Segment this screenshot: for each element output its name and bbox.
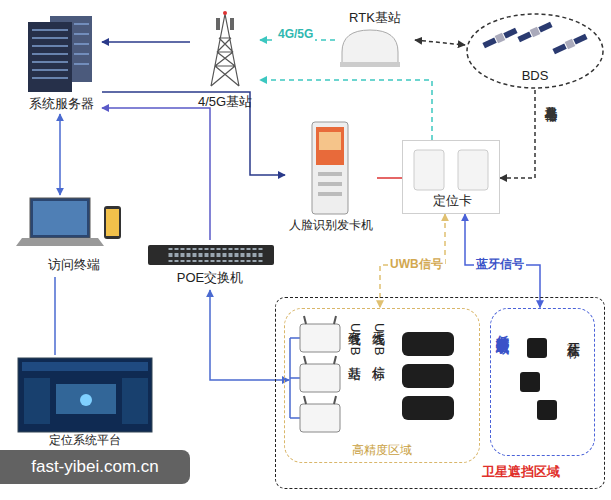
device-node: POE交换机 xyxy=(143,240,277,290)
node-label: 4/5G基站 xyxy=(190,94,260,110)
connector xyxy=(210,290,289,380)
rtk-dome xyxy=(340,30,400,67)
region-box: 高精度区域 有线UWB基站无线UWB信标 xyxy=(284,308,480,463)
signal-label: 蓝牙信号 xyxy=(474,256,526,272)
ble-beacon-icons xyxy=(520,338,557,420)
watermark: fast-yibei.com.cn xyxy=(0,450,190,484)
server-icon xyxy=(28,16,92,92)
region-box: 定位卡 xyxy=(402,140,500,214)
connector xyxy=(260,80,432,140)
device-node: 定位系统平台 xyxy=(15,355,155,450)
connector xyxy=(380,214,445,308)
device-node: RTK基站 xyxy=(335,10,415,70)
connector xyxy=(415,40,465,45)
switch-icon xyxy=(148,245,274,265)
node-label: 卫星遮挡区域 xyxy=(446,464,596,480)
region-box: 卫星遮挡区域 高精度区域 有线UWB基站无线UWB信标 低精度要求区域蓝牙信标 xyxy=(275,297,605,489)
signal-label: 北斗卫星信号 xyxy=(541,96,561,102)
connector xyxy=(465,214,540,308)
connector xyxy=(377,177,402,179)
node-label: 低精度要求区域 xyxy=(495,325,511,332)
device-node: 访问终端 xyxy=(18,195,130,277)
device-node: 有线UWB基站 xyxy=(289,317,367,441)
node-label: 人脸识别发卡机 xyxy=(285,218,377,232)
node-label: 定位系统平台 xyxy=(15,433,155,447)
connector xyxy=(102,108,210,240)
device-node: 4/5G基站 xyxy=(190,10,260,110)
satellite-icons xyxy=(482,21,588,55)
platform-screen xyxy=(18,358,152,432)
node-label: 系统服务器 xyxy=(20,96,102,112)
uwb-base-icons xyxy=(290,316,340,432)
signal-label: 4G/5G xyxy=(276,26,315,42)
satellite-ellipse: BDS xyxy=(465,12,605,90)
node-label: POE交换机 xyxy=(143,270,277,286)
node-label: BDS xyxy=(465,68,605,84)
device-node: 人脸识别发卡机 xyxy=(285,120,377,236)
region-box: 低精度要求区域蓝牙信标 xyxy=(490,308,595,456)
connector xyxy=(102,41,190,43)
connector xyxy=(59,114,61,195)
kiosk-icon xyxy=(312,122,348,214)
node-label: RTK基站 xyxy=(335,10,415,26)
connector xyxy=(500,90,535,178)
device-node: 系统服务器 xyxy=(20,12,102,114)
laptop-phone-icon xyxy=(16,198,121,246)
device-node: 无线UWB信标 xyxy=(371,317,471,429)
connector xyxy=(54,277,56,355)
device-node: 蓝牙信标 xyxy=(514,324,588,434)
node-label: 无线UWB信标 xyxy=(371,321,387,358)
node-label: 定位卡 xyxy=(403,193,501,209)
node-label: 高精度区域 xyxy=(285,443,479,457)
card-icons xyxy=(402,140,500,214)
signal-label: UWB信号 xyxy=(388,256,445,272)
node-label: 蓝牙信标 xyxy=(566,332,582,336)
node-label: 访问终端 xyxy=(18,257,130,273)
uwb-tag-icons xyxy=(402,332,454,420)
node-label: 有线UWB基站 xyxy=(347,321,363,358)
connector xyxy=(102,92,285,175)
tower-icon xyxy=(211,11,239,86)
